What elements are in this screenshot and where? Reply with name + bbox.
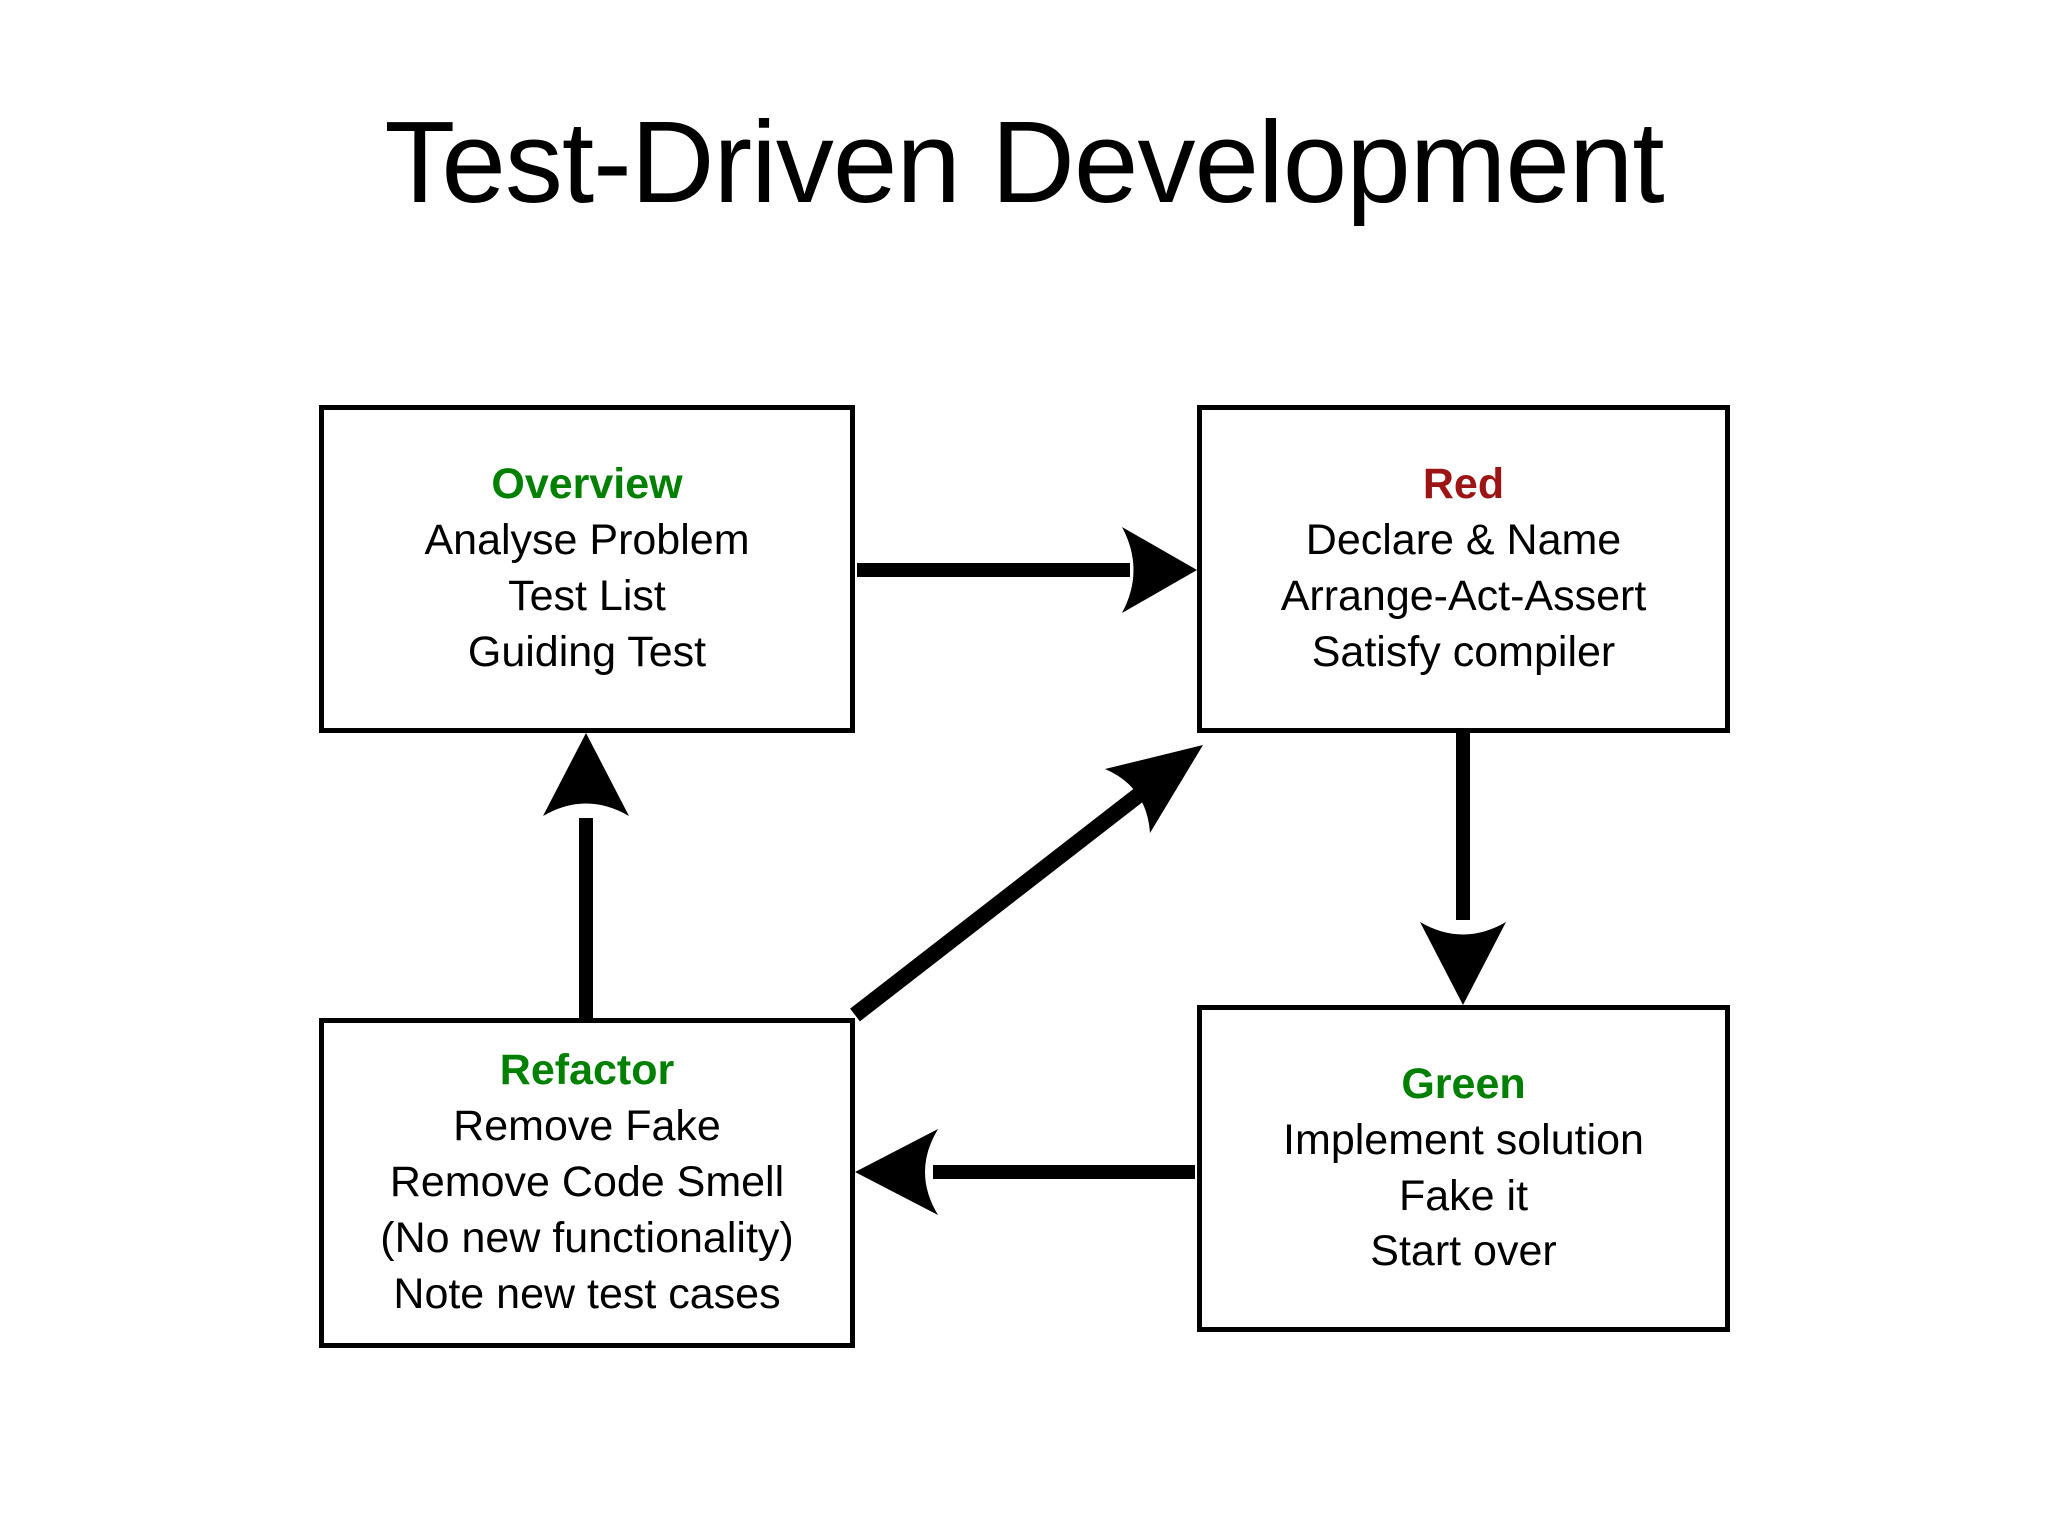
node-red-line-1: Declare & Name	[1305, 516, 1622, 565]
node-red-line-3: Satisfy compiler	[1311, 627, 1616, 676]
arrow-overview-to-red	[857, 527, 1197, 613]
node-refactor[interactable]: Refactor Remove Fake Remove Code Smell (…	[319, 1018, 855, 1348]
node-refactor-line-1: Remove Fake	[453, 1102, 721, 1151]
arrow-red-to-green	[1420, 733, 1506, 1005]
node-green-line-1: Implement solution	[1283, 1115, 1644, 1164]
page-title: Test-Driven Development	[384, 97, 1664, 227]
node-overview[interactable]: Overview Analyse Problem Test List Guidi…	[319, 405, 855, 733]
node-overview-line-2: Test List	[508, 572, 666, 620]
node-overview-line-3: Guiding Test	[467, 627, 707, 676]
node-overview-line-1: Analyse Problem	[424, 516, 750, 565]
node-green[interactable]: Green Implement solution Fake it Start o…	[1197, 1005, 1730, 1332]
node-overview-heading: Overview	[491, 460, 683, 509]
arrow-refactor-to-overview	[543, 733, 629, 1018]
node-red[interactable]: Red Declare & Name Arrange-Act-Assert Sa…	[1197, 405, 1730, 733]
node-refactor-heading: Refactor	[499, 1046, 675, 1095]
node-red-line-2: Arrange-Act-Assert	[1280, 572, 1647, 620]
node-refactor-line-3: (No new functionality)	[380, 1213, 794, 1262]
node-red-heading: Red	[1422, 460, 1505, 509]
node-refactor-line-2: Remove Code Smell	[389, 1158, 785, 1207]
arrow-green-to-refactor	[855, 1129, 1195, 1215]
node-green-line-3: Start over	[1370, 1227, 1557, 1276]
node-green-heading: Green	[1401, 1059, 1526, 1108]
node-green-line-2: Fake it	[1398, 1171, 1529, 1220]
node-refactor-line-4: Note new test cases	[393, 1269, 781, 1318]
arrow-refactor-to-red	[850, 745, 1203, 1022]
